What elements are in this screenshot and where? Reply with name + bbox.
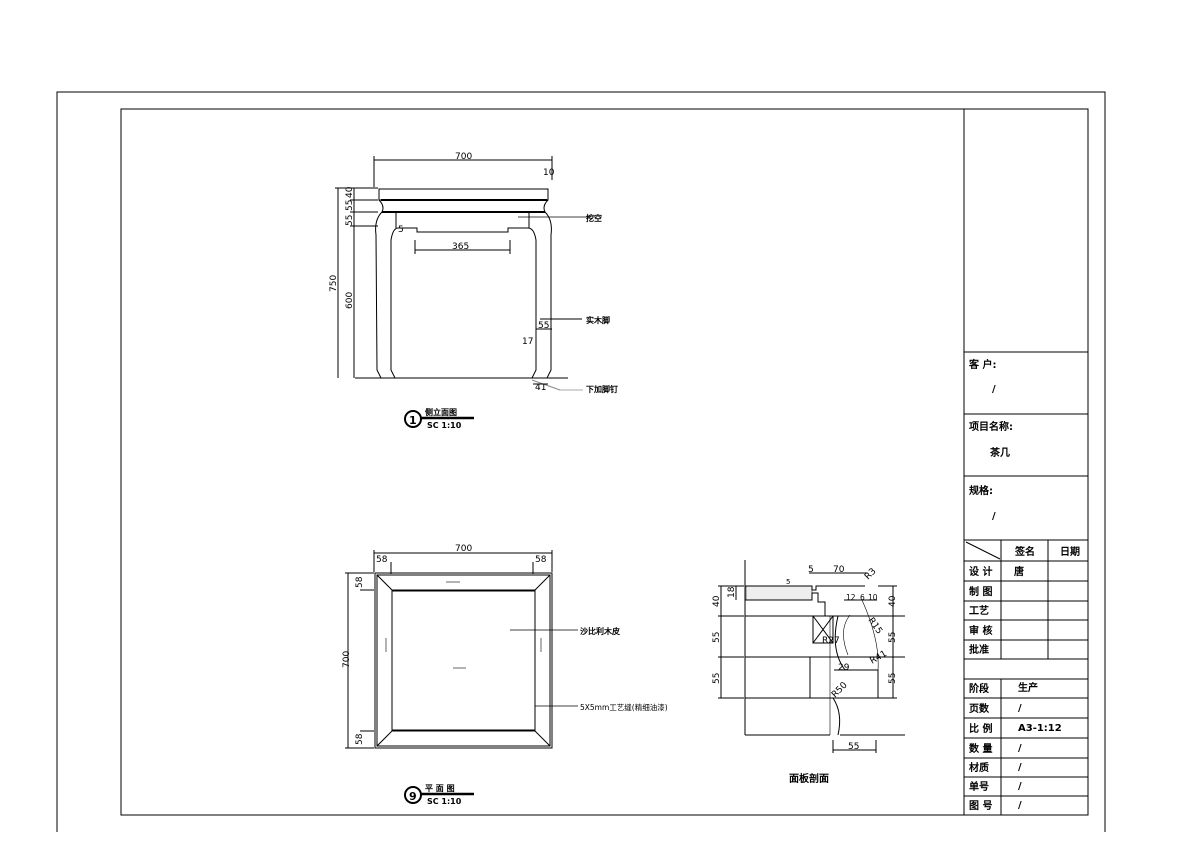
dim-foot-width: 41 xyxy=(535,383,546,393)
dim-border: 58 xyxy=(376,555,388,565)
dim-apron: 365 xyxy=(452,242,469,252)
dim-border: 58 xyxy=(355,576,365,588)
dim-total-height: 750 xyxy=(329,275,339,292)
dim-55: 55 xyxy=(345,215,355,226)
dim: 10 xyxy=(868,593,878,602)
dim-width: 700 xyxy=(455,544,472,554)
dim-radius: R15 xyxy=(866,616,884,636)
dim-radius: R50 xyxy=(830,680,850,700)
dim-radius: R41 xyxy=(869,649,889,667)
dim: 5 xyxy=(808,565,814,575)
role-label: 设 计 xyxy=(969,565,992,578)
role-label: 工艺 xyxy=(969,604,989,617)
client-value: / xyxy=(992,384,996,395)
view-marker-number: 1 xyxy=(409,414,417,427)
info-label: 图 号 xyxy=(969,800,992,812)
dim: 55 xyxy=(712,632,722,643)
dim: 40 xyxy=(888,595,898,607)
info-label: 材质 xyxy=(969,761,989,774)
dim: 29 xyxy=(838,663,850,673)
dim: 55 xyxy=(848,742,859,752)
info-value: / xyxy=(1018,703,1022,714)
dim-leg-height: 600 xyxy=(345,292,355,309)
spec-label: 规格: xyxy=(969,484,993,497)
role-label: 审 核 xyxy=(969,624,992,637)
project-value: 茶几 xyxy=(989,446,1010,459)
plan-view: 700 58 58 700 58 58 沙比利木皮 5X5mm工艺缝(精细油漆)… xyxy=(342,544,668,806)
info-value: / xyxy=(1018,762,1022,773)
sheet-frame xyxy=(56,91,1106,832)
role-label: 制 图 xyxy=(969,585,992,598)
info-label: 数 量 xyxy=(969,742,992,755)
dim-55: 55 xyxy=(345,200,355,211)
panel-section: 5 70 R3 5 18 40 55 55 12 6 10 R15 R27 R4… xyxy=(712,560,905,785)
note-veneer: 沙比利木皮 xyxy=(580,626,620,636)
dim-border: 58 xyxy=(535,555,547,565)
note-solid-leg: 实木脚 xyxy=(586,315,610,325)
role-label: 批准 xyxy=(969,643,989,656)
dim-leg-width: 55 xyxy=(538,321,549,331)
info-value: / xyxy=(1018,743,1022,754)
note-hollow: 挖空 xyxy=(586,213,602,223)
info-value: / xyxy=(1018,781,1022,792)
note-groove: 5X5mm工艺缝(精细油漆) xyxy=(580,702,668,712)
info-value: / xyxy=(1018,800,1022,811)
dim-width: 700 xyxy=(455,152,472,162)
dim: 6 xyxy=(860,593,865,602)
info-label: 页数 xyxy=(969,702,990,715)
note-foot-nail: 下加脚钉 xyxy=(586,384,618,394)
dim: 55 xyxy=(888,673,898,684)
info-label: 阶段 xyxy=(969,682,989,695)
dim: 40 xyxy=(712,595,722,607)
spec-value: / xyxy=(992,511,996,522)
view-scale: SC 1:10 xyxy=(427,797,462,806)
section-title: 面板剖面 xyxy=(789,772,829,785)
info-value: A3-1:12 xyxy=(1018,723,1062,734)
title-block: 客 户: / 项目名称: 茶几 规格: / 签名 日期 设 计 唐 制 图 工艺… xyxy=(964,351,1088,815)
info-label: 比 例 xyxy=(969,722,992,735)
dim: 55 xyxy=(712,673,722,684)
dim: 70 xyxy=(833,565,845,575)
dim-overhang: 10 xyxy=(543,168,555,178)
dim-notch: 5 xyxy=(398,225,404,235)
side-elevation: 700 10 750 600 40 55 55 365 5 55 17 41 挖… xyxy=(329,152,618,430)
project-label: 项目名称: xyxy=(969,420,1013,433)
role-sign: 唐 xyxy=(1014,565,1024,578)
dim-foot-height: 17 xyxy=(522,337,533,347)
dim-40: 40 xyxy=(345,186,355,198)
client-label: 客 户: xyxy=(968,358,996,371)
view-marker-number: 9 xyxy=(409,790,417,803)
dim: 5 xyxy=(786,578,790,586)
info-label: 单号 xyxy=(969,780,989,793)
info-value: 生产 xyxy=(1018,681,1038,694)
view-title: 侧立面图 xyxy=(425,407,457,417)
sign-header: 签名 xyxy=(1014,545,1035,558)
dim: 12 xyxy=(846,593,856,602)
dim: 55 xyxy=(888,632,898,643)
dim-depth: 700 xyxy=(342,651,352,668)
dim-border: 58 xyxy=(355,733,365,745)
dim: 18 xyxy=(727,586,737,598)
dim-radius: R3 xyxy=(863,567,879,583)
date-header: 日期 xyxy=(1060,545,1080,558)
view-title: 平 面 图 xyxy=(425,784,455,793)
dim-radius: R27 xyxy=(822,636,840,646)
view-scale: SC 1:10 xyxy=(427,421,462,430)
